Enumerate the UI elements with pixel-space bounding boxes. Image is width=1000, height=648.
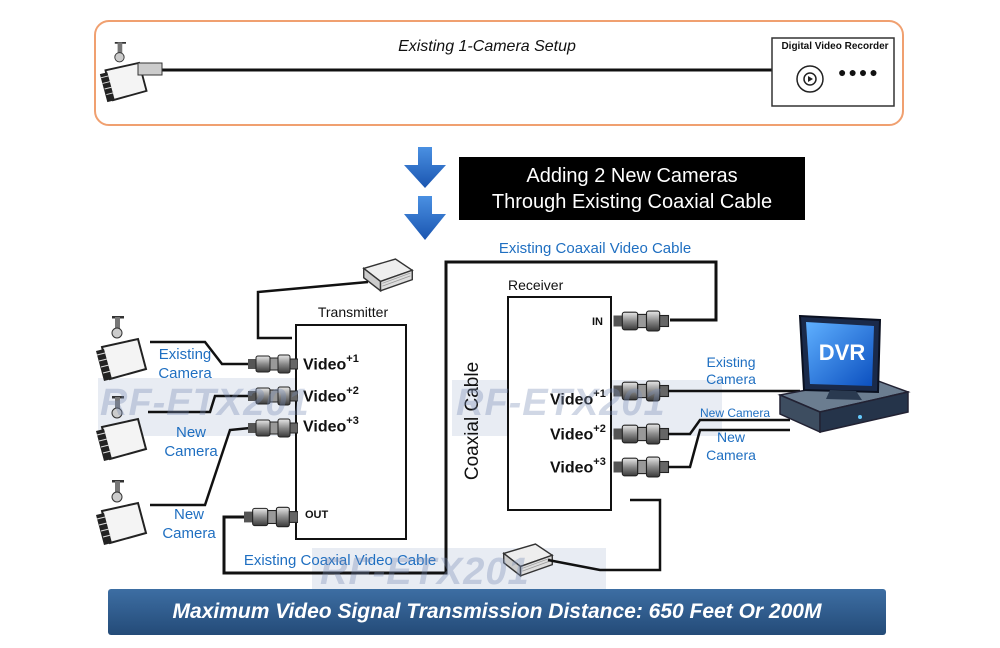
- dvr-new-camera-label-1: New Camera: [699, 406, 771, 420]
- transmitter-port-1: Video+1: [303, 353, 359, 374]
- watermark-2: RF-ETX201: [456, 382, 666, 424]
- existing-coax-bottom-label: Existing Coaxial Video Cable: [243, 552, 437, 569]
- dvr-box: [771, 37, 895, 107]
- watermark-1: RF-ETX201: [100, 382, 310, 424]
- receiver-port-2: Video+2: [550, 423, 606, 444]
- footer-banner: Maximum Video Signal Transmission Distan…: [108, 589, 886, 635]
- receiver-port-1: Video+1: [550, 388, 606, 409]
- camera-icon: [94, 480, 148, 547]
- camera-icon: [94, 316, 148, 383]
- receiver-box: [507, 296, 612, 511]
- heading-box: [459, 157, 805, 220]
- receiver-port-3: Video+3: [550, 456, 606, 477]
- banner-title: Existing 1-Camera Setup: [398, 38, 576, 55]
- transmitter-port-2: Video+2: [303, 385, 359, 406]
- heading-line2: Through Existing Coaxial Cable: [491, 191, 773, 213]
- dvr-label: Digital Video Recorder: [781, 41, 889, 52]
- down-arrow-icon: [404, 196, 446, 240]
- footer-text: Maximum Video Signal Transmission Distan…: [172, 600, 822, 623]
- down-arrow-icon: [404, 147, 446, 188]
- watermark-3: RF-ETX201: [320, 551, 530, 593]
- receiver-in-label: IN: [592, 316, 603, 328]
- receiver-title: Receiver: [508, 277, 564, 293]
- transmitter-title: Transmitter: [317, 304, 389, 320]
- existing-coax-top-label: Existing Coaxail Video Cable: [498, 240, 692, 257]
- heading-line1: Adding 2 New Cameras: [526, 165, 738, 187]
- dvr-screen-label: DVR: [818, 340, 866, 365]
- dvr-buttons: ●●●●: [838, 64, 880, 80]
- transmitter-out-label: OUT: [305, 509, 329, 521]
- heading: Adding 2 New Cameras Through Existing Co…: [459, 163, 805, 215]
- power-adapter-icon: [363, 258, 413, 292]
- existing-setup-banner: [94, 20, 904, 126]
- transmitter-port-3: Video+3: [303, 415, 359, 436]
- transmitter-box: [295, 324, 407, 540]
- dvr-icon: [777, 314, 911, 434]
